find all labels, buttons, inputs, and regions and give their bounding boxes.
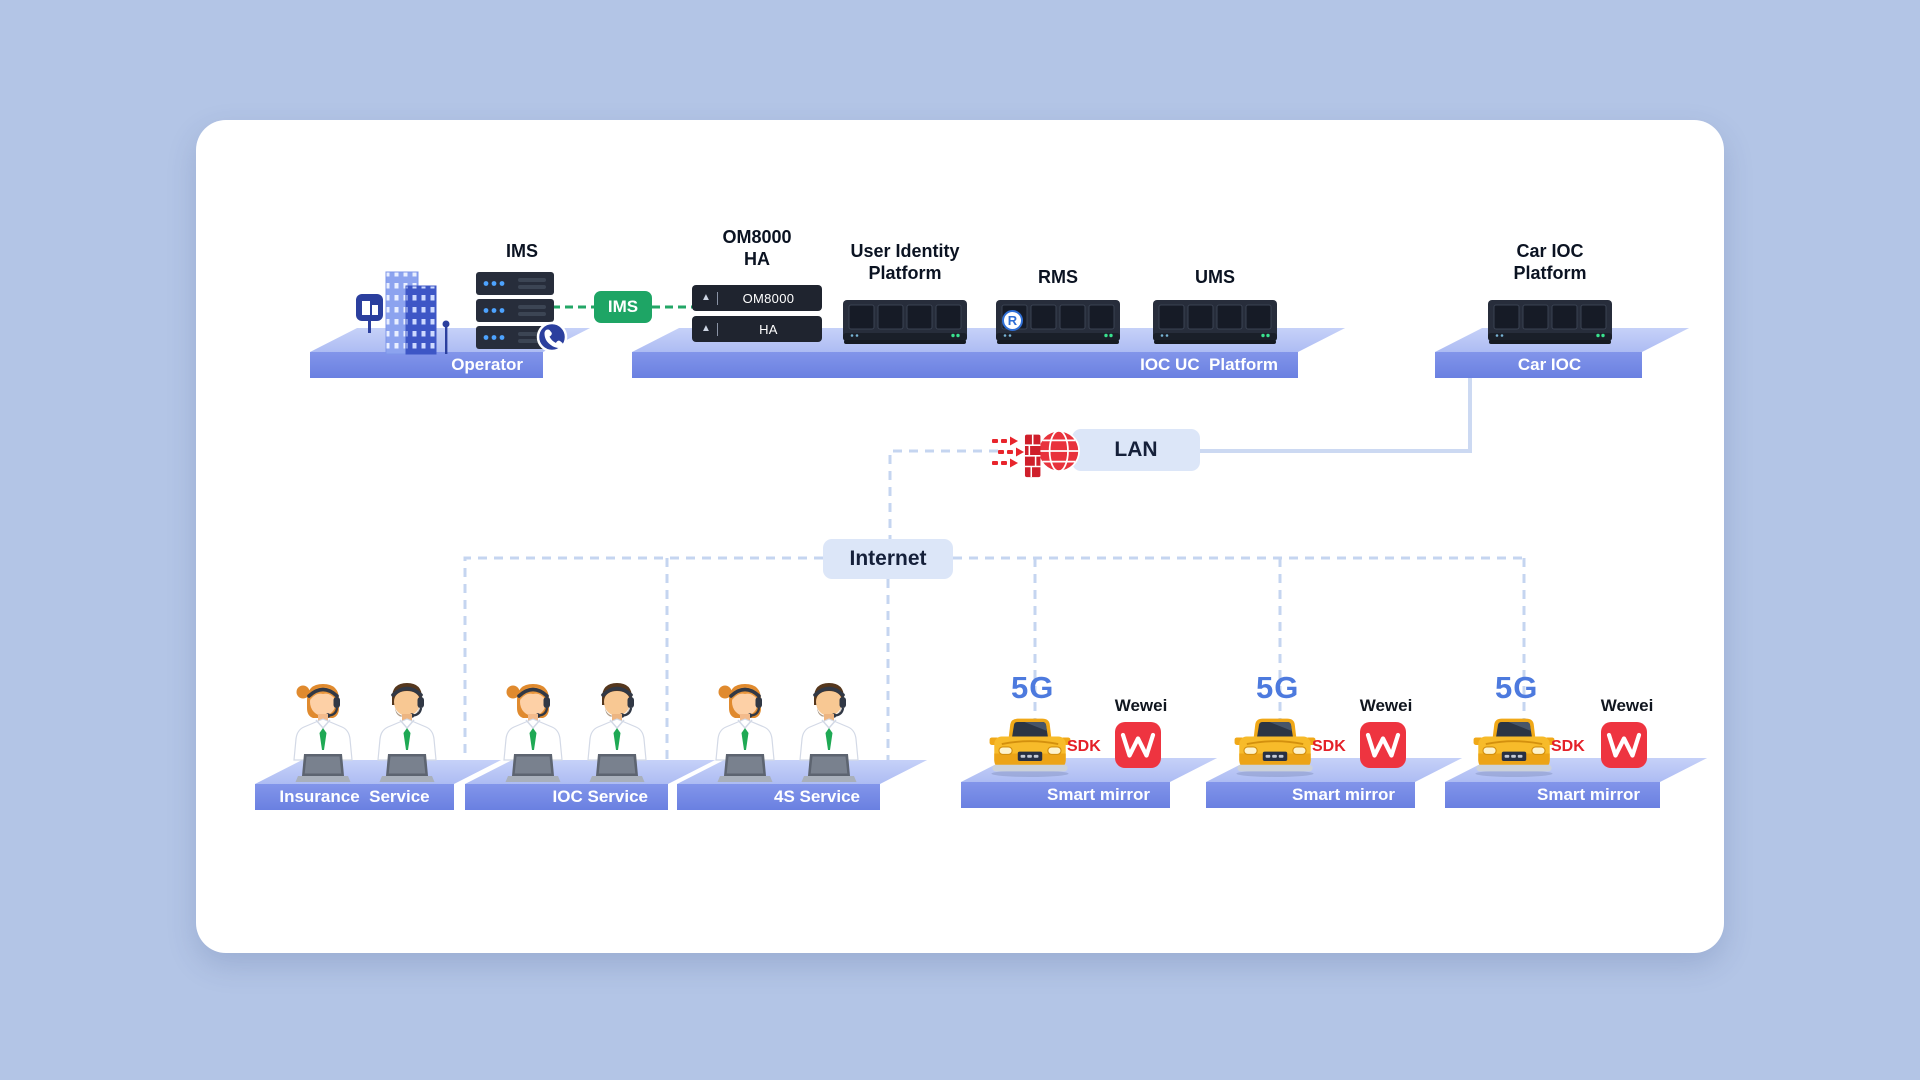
support-agent-male [789, 674, 869, 790]
ha-device-label: HA [759, 321, 778, 337]
user-identity-server-icon [843, 300, 967, 345]
smart-mirror-platform-label: Smart mirror [961, 782, 1170, 808]
car-ioc-server-icon [1488, 300, 1612, 345]
sdk-label: SDK [1551, 738, 1585, 755]
smart-mirror-platform-label: Smart mirror [1445, 782, 1660, 808]
car-ioc-title-line2: Platform [1513, 263, 1587, 283]
car-ioc-title-line1: Car IOC [1516, 241, 1584, 261]
car-ioc-platform-label: Car IOC [1435, 352, 1642, 378]
ioc-service-platform: IOC Service [465, 760, 716, 810]
support-agent-female [705, 674, 785, 790]
ums-server-icon [1153, 300, 1277, 345]
device-divider [716, 291, 718, 305]
ioc-service-platform-label: IOC Service [465, 784, 668, 810]
wewei-brand-label: Wewei [1359, 696, 1413, 715]
firewall-icon [1024, 422, 1082, 480]
newrock-logo-icon: ▲ [701, 323, 711, 334]
device-divider [716, 322, 718, 336]
smart-mirror-car-icon [1228, 712, 1322, 778]
operator-platform-label: Operator [310, 352, 543, 378]
wewei-brand-label: Wewei [1600, 696, 1654, 715]
ims-server-icon [476, 272, 568, 354]
insurance-service-platform: Insurance Service [255, 760, 502, 810]
user-identity-title: User Identity Platform [833, 240, 977, 284]
ims-title: IMS [505, 241, 538, 261]
support-agent-male [367, 674, 447, 790]
user-identity-title-line2: Platform [868, 263, 942, 283]
5g-label: 5G [1256, 670, 1300, 705]
om8000-ha-title-line1: OM8000 [722, 227, 792, 247]
ims-link-badge: IMS [594, 291, 652, 323]
5g-label: 5G [1011, 670, 1055, 705]
support-agent-female [493, 674, 573, 790]
wewei-logo-icon [1115, 722, 1161, 768]
smart-mirror-platform: Smart mirror [1206, 758, 1463, 808]
smart-mirror-platform-label: Smart mirror [1206, 782, 1415, 808]
rms-title: RMS [1038, 267, 1078, 287]
om8000-ha-title-line2: HA [744, 249, 770, 269]
user-identity-title-line1: User Identity [850, 241, 960, 261]
ha-device: ▲ HA [692, 316, 822, 342]
4s-service-platform-label: 4S Service [677, 784, 880, 810]
insurance-service-platform-label: Insurance Service [255, 784, 454, 810]
smart-mirror-car-icon [1467, 712, 1561, 778]
smart-mirror-platform: Smart mirror [1445, 758, 1708, 808]
sdk-label: SDK [1067, 738, 1101, 755]
5g-label: 5G [1495, 670, 1539, 705]
support-agent-female [283, 674, 363, 790]
om8000-ha-title: OM8000 HA [697, 226, 817, 270]
ums-title: UMS [1195, 267, 1235, 287]
smart-mirror-platform: Smart mirror [961, 758, 1218, 808]
om8000-device-label: OM8000 [742, 290, 795, 306]
car-ioc-title: Car IOC Platform [1478, 240, 1622, 284]
newrock-logo-icon: ▲ [701, 292, 711, 303]
lan-node: LAN [1072, 429, 1200, 471]
wewei-logo-icon [1360, 722, 1406, 768]
wewei-logo-icon [1601, 722, 1647, 768]
support-agent-male [577, 674, 657, 790]
internet-node: Internet [823, 539, 953, 579]
ioc-uc-platform-label: IOC UC Platform [632, 352, 1298, 378]
car-ioc-platform: Car IOC [1435, 328, 1690, 378]
red-traffic-arrows-icon [992, 436, 1026, 468]
office-building-icon [356, 268, 452, 360]
wewei-brand-label: Wewei [1114, 696, 1168, 715]
om8000-device: ▲ OM8000 [692, 285, 822, 311]
4s-service-platform: 4S Service [677, 760, 928, 810]
ioc-uc-platform: IOC UC Platform [632, 328, 1346, 378]
operator-platform: Operator [310, 328, 591, 378]
rms-logo-icon: R [1002, 310, 1023, 331]
smart-mirror-car-icon [983, 712, 1077, 778]
sdk-label: SDK [1312, 738, 1346, 755]
